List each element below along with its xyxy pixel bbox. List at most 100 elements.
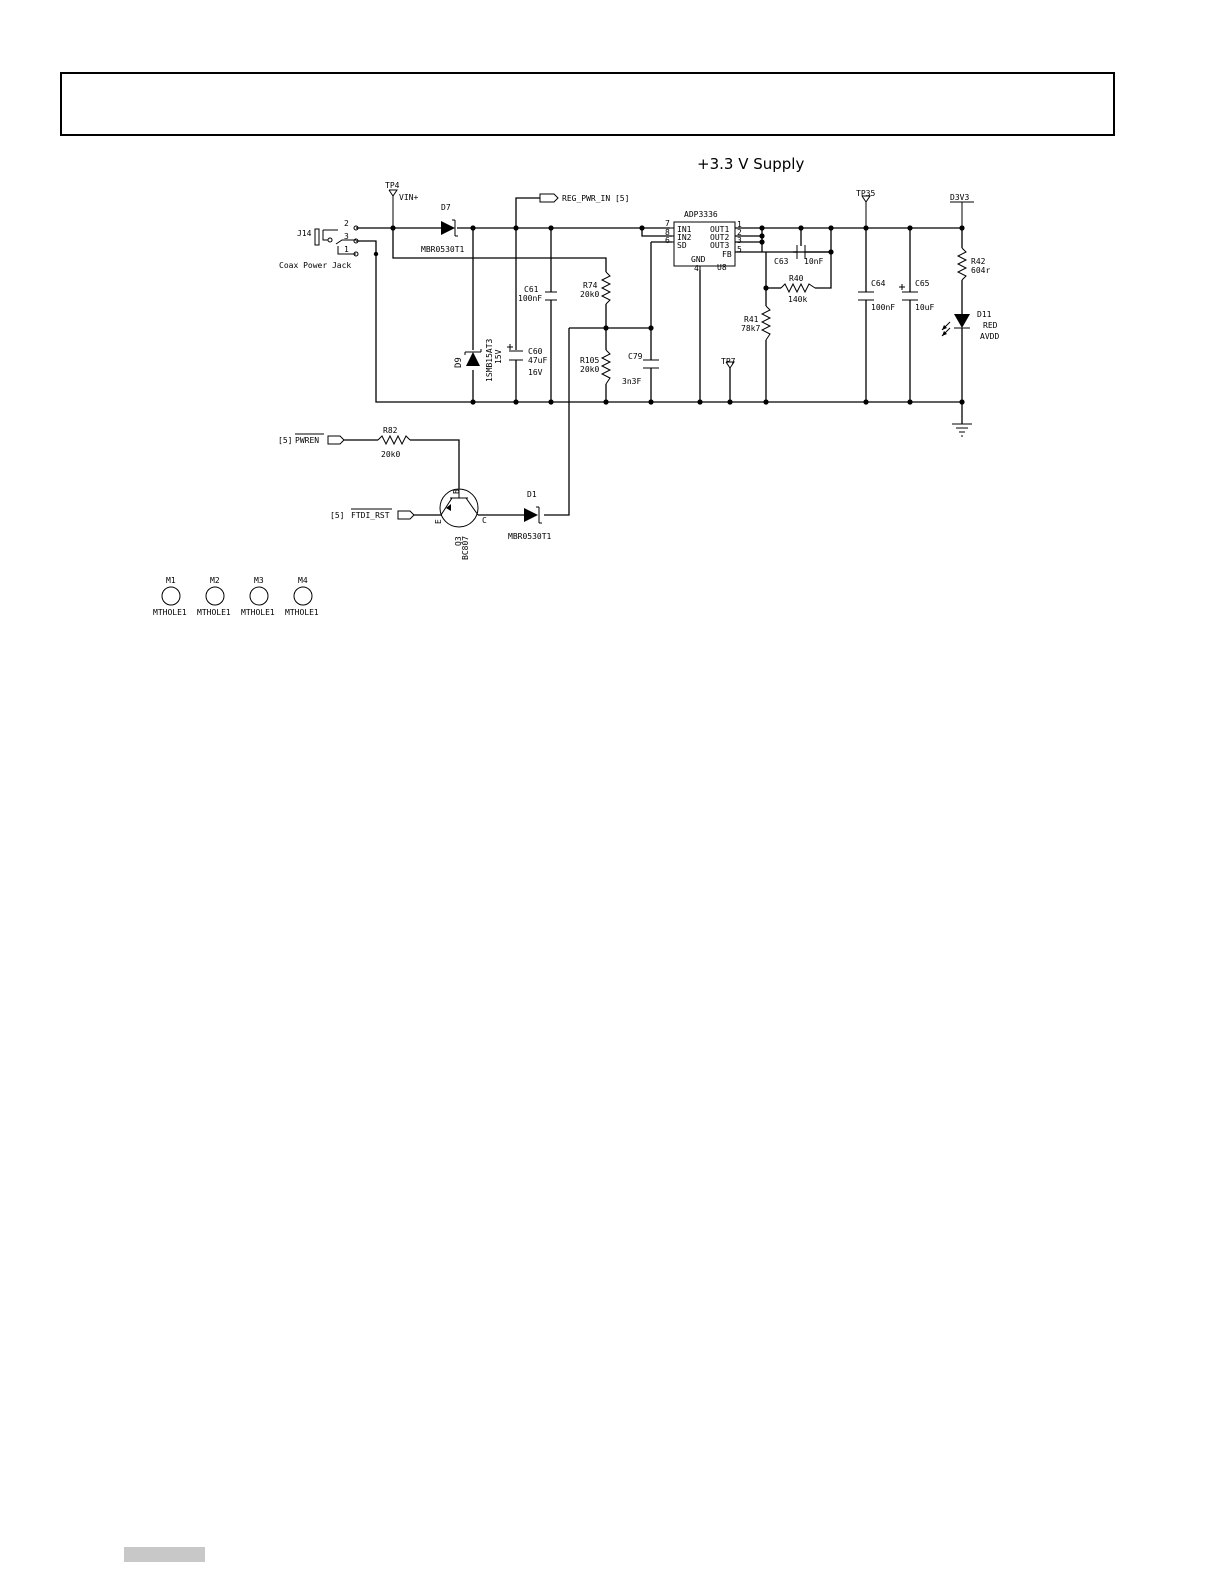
d9-rating: 15V <box>494 349 503 364</box>
tp4-testpoint: TP4 VIN+ <box>385 181 418 228</box>
r42-ref: R42 <box>971 257 986 266</box>
reg-pwr-in-port: REG_PWR_IN [5] <box>539 193 629 203</box>
m4-value: MTHOLE1 <box>285 608 319 617</box>
u8-part: ADP3336 <box>684 210 718 219</box>
c65-value: 10uF <box>915 303 934 312</box>
mounting-hole-m4: M4 MTHOLE1 <box>285 576 319 617</box>
u8-pin6: 6 <box>665 236 670 245</box>
d9-value: 1SMB15AT3 <box>485 338 494 382</box>
r42-resistor: R42 604r <box>956 247 990 281</box>
q3-emitter-label: E <box>434 519 443 524</box>
d1-ref: D1 <box>527 490 537 499</box>
r74-ref: R74 <box>583 281 598 290</box>
m1-ref: M1 <box>166 576 176 585</box>
c61-capacitor: C61 100nF <box>518 285 557 303</box>
c60-ref: C60 <box>528 347 543 356</box>
c65-capacitor: C65 10uF <box>899 279 934 312</box>
u8-in2: IN2 <box>677 233 692 242</box>
u8-fb: FB <box>722 250 732 259</box>
header-box <box>60 72 1115 136</box>
r74-resistor: R74 20k0 <box>580 271 612 305</box>
u8-pin5: 5 <box>737 245 742 254</box>
r82-resistor: R82 20k0 <box>377 426 411 459</box>
footer-bar <box>124 1547 205 1562</box>
c61-value: 100nF <box>518 294 542 303</box>
ftdi-rst-port: [5] FTDI_RST <box>330 508 415 520</box>
q3-ref: Q3 <box>454 536 463 546</box>
pwren-port: [5] PWREN <box>278 433 345 445</box>
m2-ref: M2 <box>210 576 220 585</box>
ftdi-rst-label: FTDI_RST <box>351 511 390 520</box>
c64-ref: C64 <box>871 279 886 288</box>
junction-dots <box>373 225 965 405</box>
j14-pin-2: 2 <box>344 219 349 228</box>
r105-ref: R105 <box>580 356 599 365</box>
m4-ref: M4 <box>298 576 308 585</box>
tp35-label: TP35 <box>856 189 875 198</box>
u8-ref: U8 <box>717 263 727 272</box>
c60-capacitor: C60 47uF 16V <box>507 344 547 377</box>
u8-out1: OUT1 <box>710 225 729 234</box>
u8-pin7: 7 <box>665 219 670 228</box>
d1-schottky-diode: D1 MBR0530T1 <box>508 490 552 541</box>
r41-value: 78k7 <box>741 324 760 333</box>
tp35-testpoint: TP35 <box>856 189 875 228</box>
j14-name: Coax Power Jack <box>279 261 351 270</box>
j14-ref: J14 <box>297 229 312 238</box>
u8-pin3: 3 <box>737 236 742 245</box>
m2-value: MTHOLE1 <box>197 608 231 617</box>
schematic-title: +3.3 V Supply <box>697 155 804 173</box>
c60-rating: 16V <box>528 368 543 377</box>
d11-net: AVDD <box>980 332 999 341</box>
c61-ref: C61 <box>524 285 539 294</box>
c64-value: 100nF <box>871 303 895 312</box>
d9-tvs-diode: D9 1SMB15AT3 15V <box>454 338 503 382</box>
q3-collector-label: C <box>482 516 487 525</box>
r40-ref: R40 <box>789 274 804 283</box>
q3-value: BC807 <box>461 536 470 560</box>
d7-schottky-diode: D7 MBR0530T1 <box>421 203 465 254</box>
tp7-label: TP7 <box>721 357 736 366</box>
d11-led: D11 RED AVDD <box>941 310 999 341</box>
c64-capacitor: C64 100nF <box>858 279 895 312</box>
c63-ref: C63 <box>774 257 789 266</box>
r40-resistor: R40 140k <box>780 274 816 304</box>
r82-ref: R82 <box>383 426 398 435</box>
u8-gnd: GND <box>691 255 706 264</box>
ground-symbol <box>952 423 972 437</box>
c65-ref: C65 <box>915 279 930 288</box>
r41-ref: R41 <box>744 315 759 324</box>
mounting-hole-m1: M1 MTHOLE1 <box>153 576 187 617</box>
mounting-hole-m3: M3 MTHOLE1 <box>241 576 275 617</box>
r42-value: 604r <box>971 266 990 275</box>
d11-ref: D11 <box>977 310 992 319</box>
u8-in1: IN1 <box>677 225 692 234</box>
vin-net-label: VIN+ <box>399 193 418 202</box>
c79-value: 3n3F <box>622 377 641 386</box>
c63-value: 10nF <box>804 257 823 266</box>
j14-pin-3: 3 <box>344 232 349 241</box>
m3-value: MTHOLE1 <box>241 608 275 617</box>
r74-value: 20k0 <box>580 290 599 299</box>
tp4-label: TP4 <box>385 181 400 190</box>
reg-pwr-in-label: REG_PWR_IN [5] <box>562 194 629 203</box>
d3v3-net: D3V3 <box>950 193 974 228</box>
u8-pin1: 1 <box>737 220 742 229</box>
u8-regulator: ADP3336 U8 IN1 IN2 SD GND OUT1 OUT2 OUT3… <box>665 210 742 273</box>
mounting-holes: M1 MTHOLE1 M2 MTHOLE1 M3 MTHOLE1 M4 MTHO… <box>153 576 319 617</box>
d9-ref: D9 <box>454 357 464 368</box>
c79-capacitor: C79 3n3F <box>622 352 659 386</box>
j14-coax-jack: J14 Coax Power Jack 2 3 1 <box>279 219 359 270</box>
c63-capacitor: C63 10nF <box>774 245 823 266</box>
r40-value: 140k <box>788 295 807 304</box>
u8-out2: OUT2 <box>710 233 729 242</box>
r82-value: 20k0 <box>381 450 400 459</box>
d1-value: MBR0530T1 <box>508 532 552 541</box>
mounting-hole-m2: M2 MTHOLE1 <box>197 576 231 617</box>
d7-ref: D7 <box>441 203 451 212</box>
c79-ref: C79 <box>628 352 643 361</box>
q3-base-label: B <box>452 489 461 494</box>
r105-resistor: R105 20k0 <box>580 349 612 385</box>
j14-pin-1: 1 <box>344 245 349 254</box>
